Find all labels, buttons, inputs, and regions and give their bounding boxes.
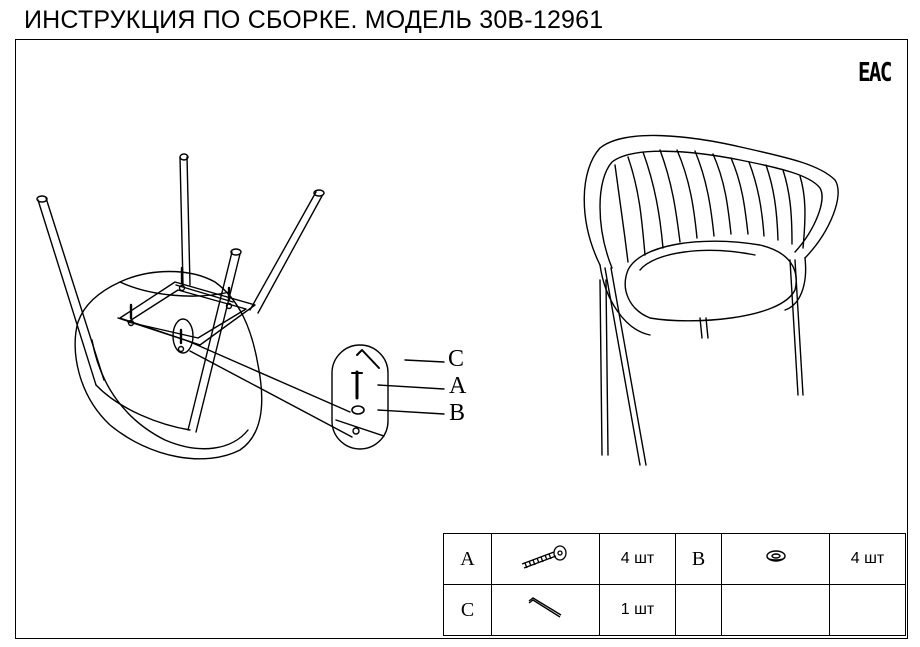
washer-icon xyxy=(765,549,786,562)
empty-cell xyxy=(721,584,830,636)
bolt-cell xyxy=(491,533,600,585)
part-letter-c: C xyxy=(443,584,492,636)
washer-cell xyxy=(721,533,830,585)
eac-mark: EAC xyxy=(858,58,892,88)
empty-cell xyxy=(675,584,722,636)
assembled-chair-drawing xyxy=(583,134,839,466)
part-letter-a: A xyxy=(443,533,492,585)
detail-callout xyxy=(331,344,445,450)
parts-table: A 4 шт B 4 шт C xyxy=(443,533,906,636)
allen-key-icon xyxy=(528,596,561,618)
upside-down-chair-drawing xyxy=(36,153,353,460)
bolt-icon xyxy=(521,544,567,569)
part-qty-a: 4 шт xyxy=(599,533,676,585)
callout-letter-b: B xyxy=(449,400,466,426)
part-qty-b: 4 шт xyxy=(829,533,906,585)
callout-letter-c: C xyxy=(448,346,465,372)
table-row: A 4 шт B 4 шт xyxy=(443,533,906,585)
part-letter-b: B xyxy=(675,533,722,585)
drawing-frame xyxy=(15,39,908,639)
callout-letter-a: A xyxy=(449,373,467,399)
table-row: C 1 шт xyxy=(443,584,906,636)
part-qty-c: 1 шт xyxy=(599,584,676,636)
page-title: ИНСТРУКЦИЯ ПО СБОРКЕ. МОДЕЛЬ 30B-12961 xyxy=(24,6,604,34)
empty-cell xyxy=(829,584,906,636)
allen-key-cell xyxy=(491,584,600,636)
